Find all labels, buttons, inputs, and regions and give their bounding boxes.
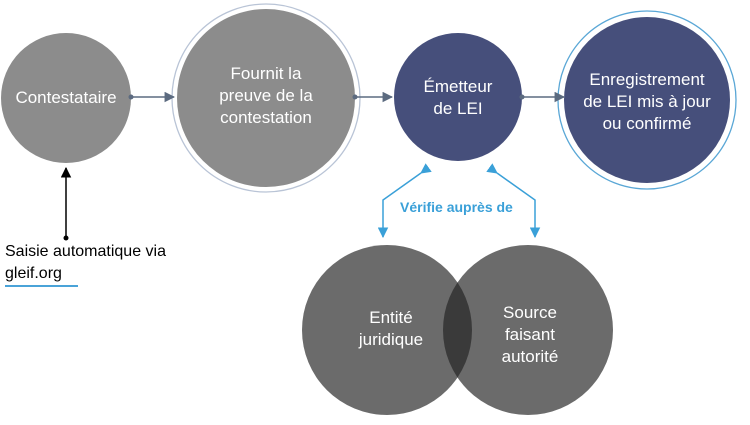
issuer-node xyxy=(394,33,522,161)
venn-left-circle xyxy=(302,245,472,415)
registration-node xyxy=(564,17,730,183)
registration-label: Enregistrement de LEI mis à jour ou conf… xyxy=(583,70,711,133)
verify-arrow-left xyxy=(377,163,432,239)
input-note: Saisie automatique via gleif.org xyxy=(5,243,166,282)
contestant-label: Contestataire xyxy=(15,88,117,107)
verify-arrow-right xyxy=(486,163,541,239)
proof-node xyxy=(177,9,355,187)
issuer-label: Émetteur de LEI xyxy=(423,77,493,118)
venn-right-label: Source faisant autorité xyxy=(501,303,559,366)
proof-label: Fournit la preuve de la contestation xyxy=(219,64,313,127)
venn-left-label: Entité juridique xyxy=(358,308,424,349)
contestant-node xyxy=(1,33,131,163)
verify-label: Vérifie auprès de xyxy=(400,199,513,215)
venn-right-circle xyxy=(443,245,613,415)
